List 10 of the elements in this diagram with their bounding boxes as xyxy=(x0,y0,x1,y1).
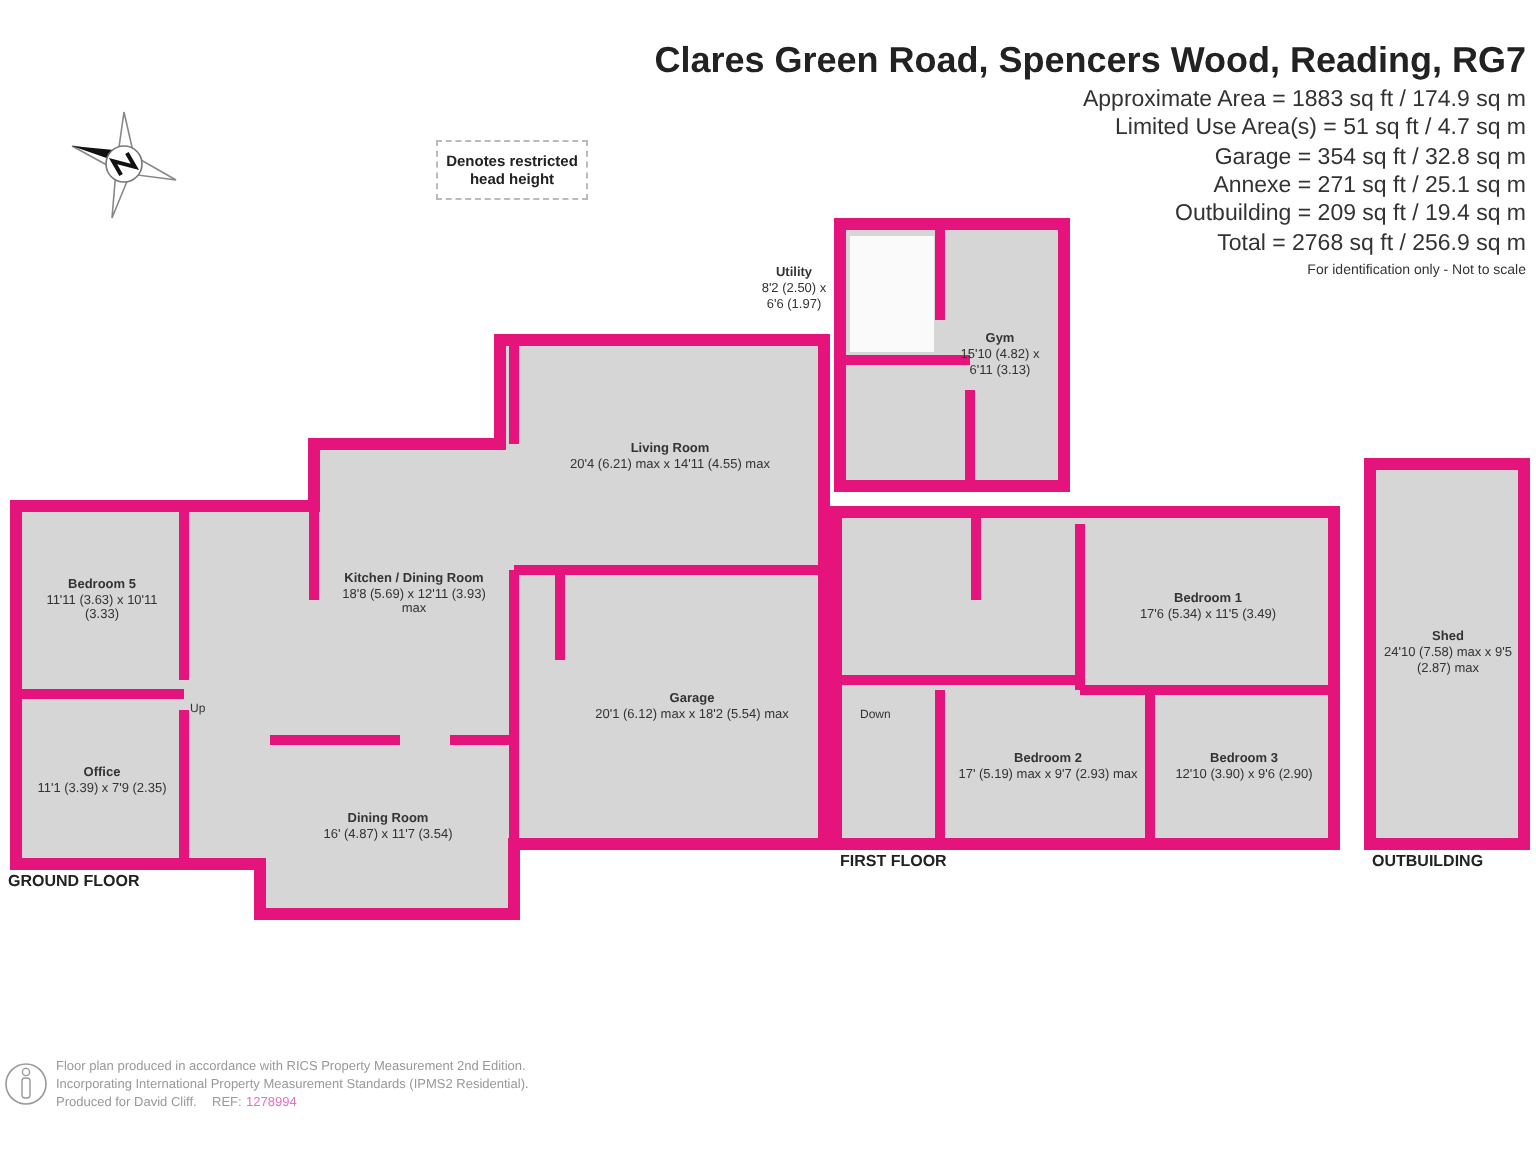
area-summary: Approximate Area = 1883 sq ft / 174.9 sq m xyxy=(1082,88,1526,112)
floor-name: OUTBUILDING xyxy=(1372,852,1484,870)
area-summary: Annexe = 271 sq ft / 25.1 sq m xyxy=(1213,173,1526,198)
floor-name: GROUND FLOOR xyxy=(8,872,140,890)
floor-name: FIRST FLOOR xyxy=(840,852,947,870)
title: Clares Green Road, Spencers Wood, Reading, RG7 xyxy=(654,40,1526,82)
area-summary: Total = 2768 sq ft / 256.9 sq m xyxy=(1217,231,1526,255)
area-summary: Outbuilding = 209 sq ft / 19.4 sq m xyxy=(1175,202,1526,227)
area-summary: Limited Use Area(s) = 51 sq ft / 4.7 sq m xyxy=(1115,116,1526,141)
area-summary: Garage = 354 sq ft / 32.8 sq m xyxy=(1214,145,1526,170)
